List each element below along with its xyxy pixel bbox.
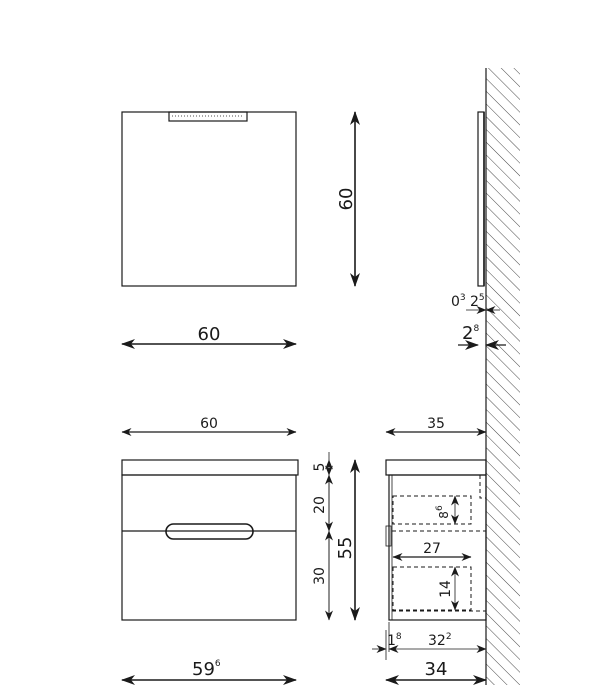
upper-inner-height-dimension: 86 xyxy=(435,495,459,525)
cabinet-countertop xyxy=(121,459,299,476)
upper-drawer-label: 20 xyxy=(312,496,328,514)
side-top-depth-label: 35 xyxy=(427,416,445,432)
lower-inner-box xyxy=(392,566,472,611)
mirror-width-dimension: 60 xyxy=(121,324,297,349)
cabinet-bottom-width-label: 596 xyxy=(192,659,221,680)
cabinet-total-height-label: 55 xyxy=(335,537,356,560)
total-depth-label: 34 xyxy=(425,659,448,680)
mirror-gap-a-label: 03 xyxy=(451,293,466,310)
mirror-depth-dimension: 28 xyxy=(458,323,506,350)
mirror-height-dimension: 60 xyxy=(336,111,360,287)
mirror-gap-dimension: 03 25 xyxy=(451,293,500,314)
offset-label: 18 xyxy=(387,632,402,649)
wall xyxy=(485,68,520,685)
cabinet-total-height-dimension: 55 xyxy=(335,459,360,621)
mirror-side-view xyxy=(477,111,485,287)
wall-bracket xyxy=(479,475,486,499)
side-handle xyxy=(385,525,392,547)
mirror-front-view xyxy=(121,111,297,287)
cabinet-top-width-dimension: 60 xyxy=(121,416,297,436)
lower-inner-height-label: 14 xyxy=(438,580,454,598)
cabinet-body xyxy=(121,474,297,621)
cabinet-front-view xyxy=(121,459,299,621)
cabinet-side-top-depth-dimension: 35 xyxy=(385,416,487,436)
body-depth-label: 322 xyxy=(428,632,452,649)
mirror-height-label: 60 xyxy=(336,188,357,211)
upper-inner-box xyxy=(392,495,472,525)
lower-inner-height-dimension: 14 xyxy=(438,566,459,611)
cabinet-side-body xyxy=(388,474,487,621)
mirror-depth-label: 28 xyxy=(462,323,479,344)
mirror-gap-b-label: 25 xyxy=(470,293,485,310)
cabinet-side-countertop xyxy=(385,459,487,476)
cabinet-height-breakdown-dimension: 5 20 30 xyxy=(312,452,333,621)
drawer-handle xyxy=(165,523,254,540)
cabinet-side-bottom-dimensions: 18 322 34 xyxy=(372,622,487,685)
mirror-width-label: 60 xyxy=(198,324,221,345)
lower-drawer-label: 30 xyxy=(312,567,328,585)
cabinet-top-width-label: 60 xyxy=(200,416,218,432)
cabinet-side-view xyxy=(385,459,487,621)
mirror-outline xyxy=(121,111,297,287)
inner-depth-dimension: 27 xyxy=(392,541,472,561)
upper-inner-height-label: 86 xyxy=(435,505,451,519)
inner-depth-label: 27 xyxy=(423,541,441,557)
wall-hatching xyxy=(486,68,520,685)
top-thickness-label: 5 xyxy=(312,463,328,472)
mirror-side-outline xyxy=(477,111,485,287)
mirror-lamp xyxy=(168,111,248,122)
cabinet-bottom-width-dimension: 596 xyxy=(121,659,297,685)
